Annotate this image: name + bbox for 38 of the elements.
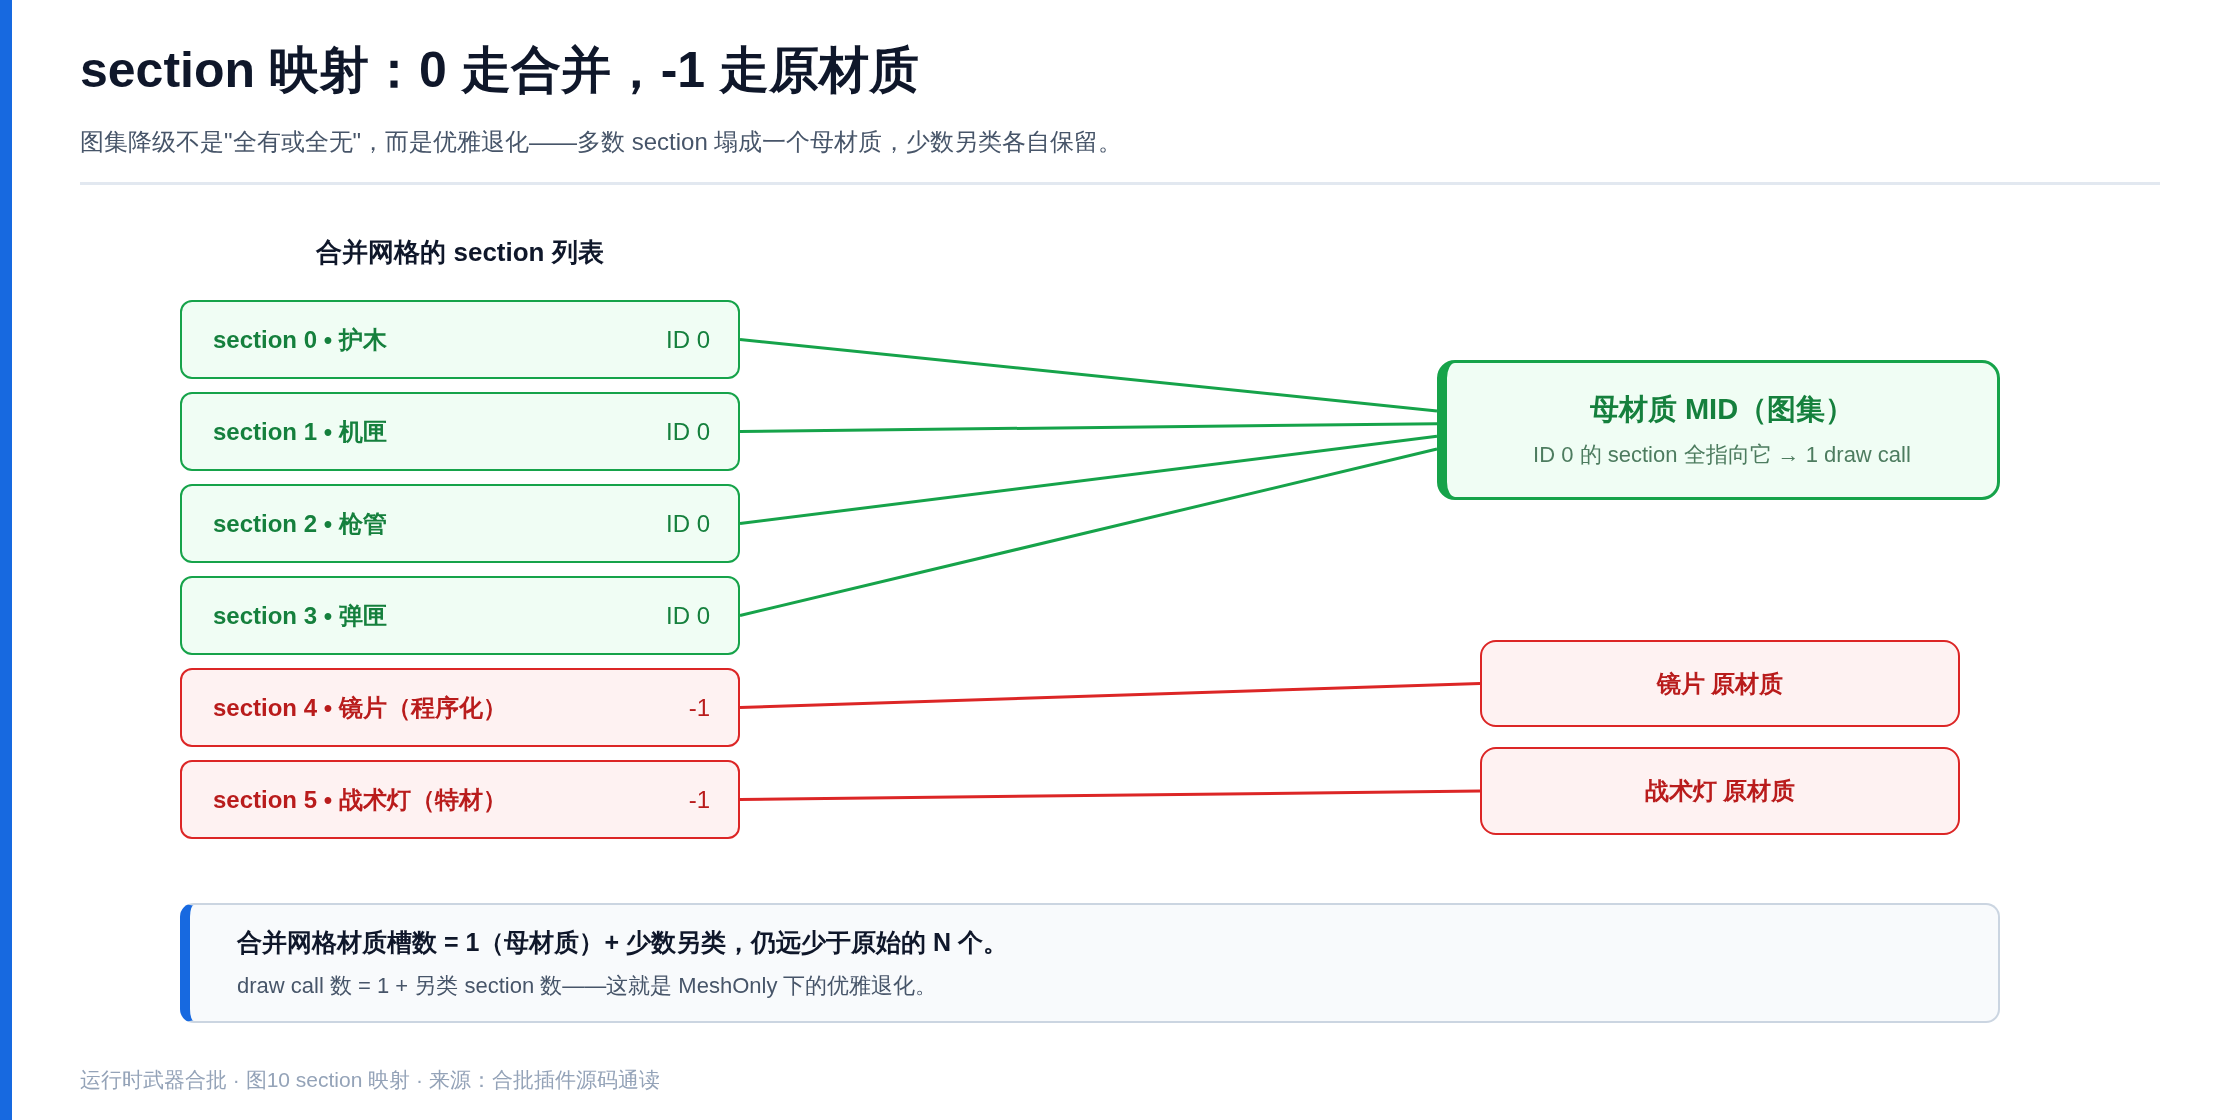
connector-line (739, 338, 1438, 413)
box-title: 母材质 MID（图集） (1589, 392, 1855, 428)
material-id: ID 0 (666, 600, 710, 631)
section-box (180, 392, 740, 471)
section-box (180, 300, 740, 379)
note-heading: 合并网格材质槽数 = 1（母材质）+ 少数另类，仍远少于原始的 N 个。 (237, 926, 1008, 958)
material-id: -1 (688, 784, 710, 815)
connector-line (740, 789, 1480, 801)
material-box (1480, 640, 1960, 727)
connector-line (739, 434, 1438, 525)
box-title: 镜片 原材质 (1656, 668, 1784, 699)
section-name: section 5 • 战术灯（特材） (213, 784, 507, 815)
section-name: section 0 • 护木 (213, 324, 387, 355)
note-box (180, 903, 2000, 1023)
box-subtitle: ID 0 的 section 全指向它 → 1 draw call (1533, 441, 1911, 469)
subtitle: 图集降级不是"全有或全无"，而是优雅退化——多数 section 塌成一个母材质，少数另类各自保留。 (80, 127, 1123, 157)
connector-line (739, 447, 1438, 617)
page-title: section 映射：0 走合并，-1 走原材质 (80, 41, 919, 100)
note-text: draw call 数 = 1 + 另类 section 数——这就是 MeshOnly 下的优雅退化。 (237, 971, 938, 1000)
footer-caption: 运行时武器合批 · 图10 section 映射 · 来源：合批插件源码通读 (80, 1067, 660, 1093)
section-name: section 4 • 镜片（程序化） (213, 692, 507, 723)
connector-line (740, 422, 1437, 433)
material-id: ID 0 (666, 508, 710, 539)
column-heading: 合并网格的 section 列表 (315, 236, 605, 269)
section-box (180, 760, 740, 839)
section-box (180, 668, 740, 747)
material-box (1480, 747, 1960, 835)
material-box (1437, 360, 2000, 500)
box-title: 战术灯 原材质 (1644, 776, 1796, 806)
connector-line (739, 682, 1481, 709)
section-name: section 1 • 机匣 (213, 416, 387, 447)
section-box (180, 576, 740, 655)
section-name: section 3 • 弹匣 (213, 600, 387, 631)
section-box (180, 484, 740, 563)
section-name: section 2 • 枪管 (213, 508, 387, 539)
material-id: ID 0 (666, 324, 710, 355)
material-id: -1 (688, 692, 710, 723)
material-id: ID 0 (666, 416, 710, 447)
